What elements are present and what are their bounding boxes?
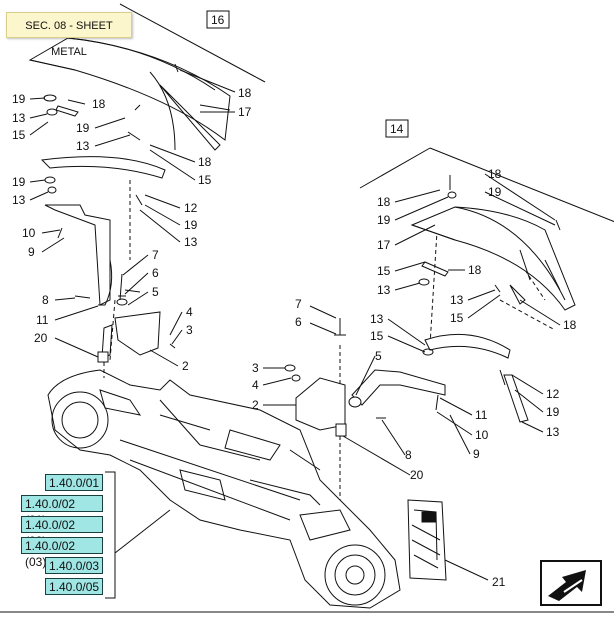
callout-labels: 16 14 19 18 13 15 18 17 19 13 18 15 19 1… xyxy=(12,13,577,589)
callout: 15 xyxy=(198,173,212,187)
callout: 9 xyxy=(28,245,35,259)
next-page-arrow-icon xyxy=(548,570,586,601)
group-line-right xyxy=(359,147,431,189)
callout: 3 xyxy=(252,361,259,375)
left-fender xyxy=(28,37,231,151)
callout: 4 xyxy=(252,378,259,392)
callout: 15 xyxy=(370,329,384,343)
reference-link-1[interactable]: 1.40.0/01 xyxy=(45,474,103,491)
callout: 4 xyxy=(186,305,193,319)
callout: 12 xyxy=(546,387,560,401)
leader-lines xyxy=(29,69,561,581)
callout: 10 xyxy=(22,226,36,240)
callout: 12 xyxy=(184,201,198,215)
manual-booklet xyxy=(407,499,447,581)
callout: 20 xyxy=(34,331,48,345)
callout: 13 xyxy=(12,111,26,125)
callout: 18 xyxy=(563,318,577,332)
callout: 8 xyxy=(42,293,49,307)
callout: 11 xyxy=(36,313,49,327)
callout: 19 xyxy=(377,213,391,227)
reference-link-3[interactable]: 1.40.0/02 (02) xyxy=(21,516,103,548)
callout: 15 xyxy=(450,311,464,325)
callout: 13 xyxy=(76,139,90,153)
callout: 6 xyxy=(152,266,159,280)
callout: 18 xyxy=(238,86,252,100)
group-box-right xyxy=(385,119,409,138)
callout: 3 xyxy=(186,323,193,337)
callout: 10 xyxy=(475,428,489,442)
callout: 15 xyxy=(12,128,26,142)
right-fender-bracket xyxy=(295,333,529,437)
reference-link-5[interactable]: 1.40.0/03 xyxy=(45,557,103,574)
callout: 18 xyxy=(377,195,391,209)
callout: 18 xyxy=(92,97,106,111)
callout: 17 xyxy=(238,105,252,119)
callout: 18 xyxy=(468,263,482,277)
group-label-right: 14 xyxy=(390,122,404,136)
callout: 7 xyxy=(295,297,302,311)
callout: 2 xyxy=(182,359,189,373)
callout: 21 xyxy=(492,575,506,589)
right-fender xyxy=(410,206,576,311)
group-line-left xyxy=(119,3,266,83)
next-page-button[interactable] xyxy=(540,560,602,606)
callout: 18 xyxy=(198,155,212,169)
callout: 20 xyxy=(410,468,424,482)
callout: 7 xyxy=(152,248,159,262)
callout: 5 xyxy=(375,349,382,363)
callout: 5 xyxy=(152,285,159,299)
callout: 18 xyxy=(488,167,502,181)
reference-bracket xyxy=(105,471,116,599)
callout: 19 xyxy=(546,405,560,419)
callout: 19 xyxy=(12,92,26,106)
callout: 9 xyxy=(473,447,480,461)
callout: 8 xyxy=(405,448,412,462)
callout: 19 xyxy=(12,175,26,189)
reference-link-6[interactable]: 1.40.0/05 xyxy=(45,578,103,595)
callout: 6 xyxy=(295,315,302,329)
callout: 17 xyxy=(377,238,391,252)
callout: 19 xyxy=(488,185,502,199)
callout: 15 xyxy=(377,264,391,278)
callout: 19 xyxy=(184,218,198,232)
callout: 19 xyxy=(76,121,90,135)
section-label: SEC. 08 - SHEET METAL xyxy=(6,12,132,58)
callout: 13 xyxy=(370,312,384,326)
callout: 13 xyxy=(377,283,391,297)
front-axle-assembly xyxy=(47,369,401,609)
left-fender-bracket xyxy=(40,156,166,363)
callout: 13 xyxy=(450,293,464,307)
group-box-left xyxy=(206,10,230,29)
callout: 13 xyxy=(12,193,26,207)
group-label-left: 16 xyxy=(211,13,225,27)
right-hardware xyxy=(284,175,561,419)
callout: 2 xyxy=(252,398,259,412)
reference-link-2[interactable]: 1.40.0/02 (01) xyxy=(21,495,103,527)
reference-link-4[interactable]: 1.40.0/02 (03) xyxy=(21,537,103,569)
callout: 13 xyxy=(546,425,560,439)
callout: 13 xyxy=(184,235,198,249)
callout: 11 xyxy=(475,408,488,422)
